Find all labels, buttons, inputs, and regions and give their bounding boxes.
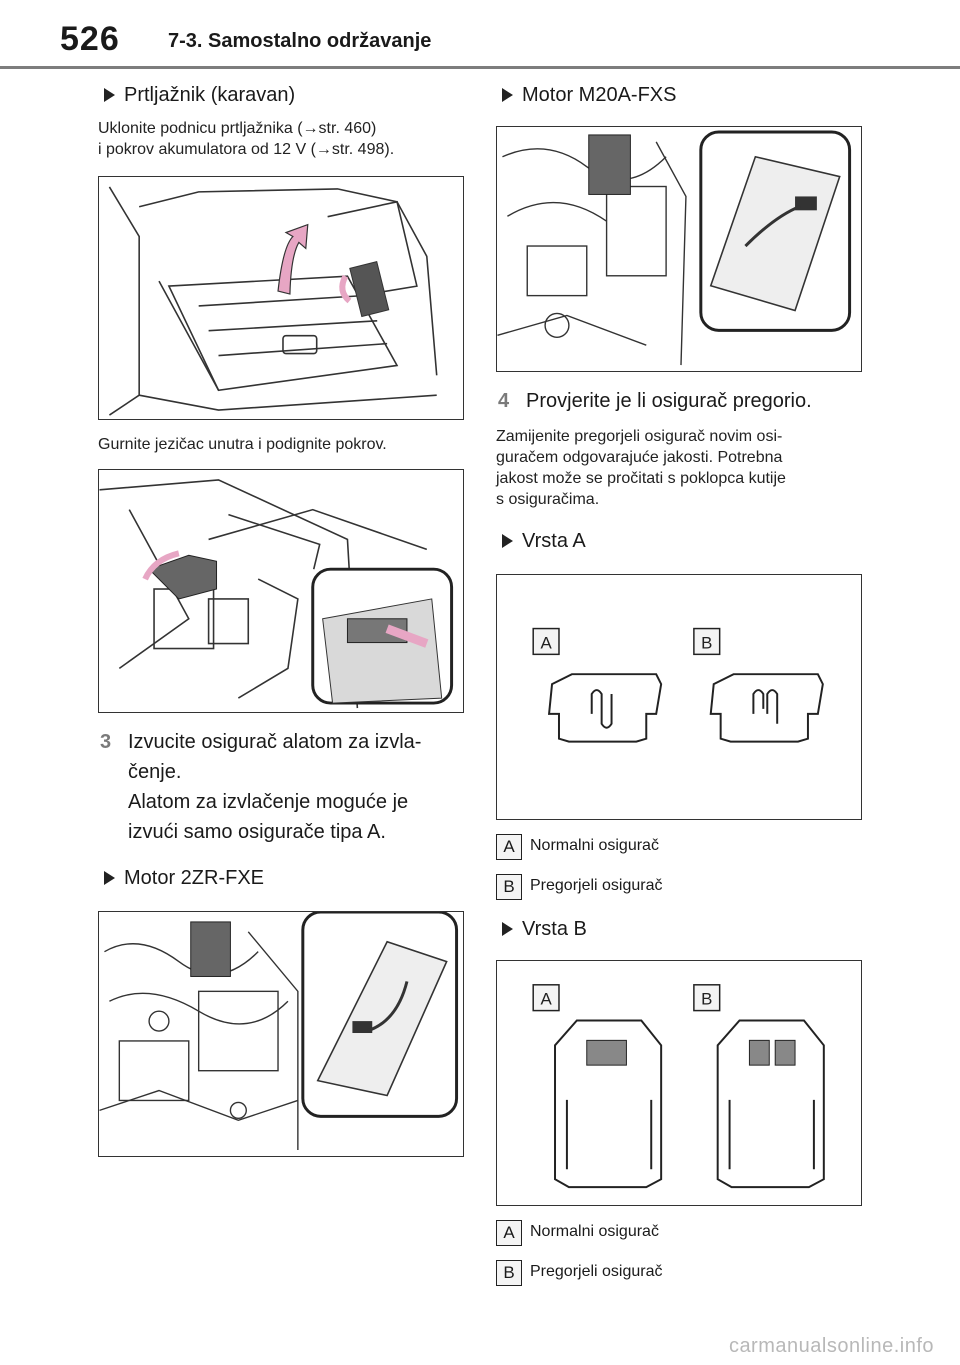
legend-row-blown: B Pregorjeli osigurač (496, 874, 862, 904)
fuse-type-b-illustration: A B (532, 984, 825, 1189)
legend-text-normal: Normalni osigurač (530, 837, 659, 854)
engine-m20a-illustration (497, 130, 852, 366)
left-column: Prtljažnik (karavan) Uklonite podnicu pr… (98, 80, 464, 1157)
legend-badge-b-b: B (496, 1260, 522, 1286)
trunk-illustration (108, 186, 438, 416)
triangle-bullet-icon (104, 871, 115, 885)
figure-trunk-floor (98, 176, 464, 420)
legend-text-normal-b: Normalni osigurač (530, 1223, 659, 1240)
engine-2zr-illustration (99, 912, 459, 1151)
legend-badge-b: B (496, 874, 522, 900)
heading-type-b: Vrsta B (496, 916, 862, 942)
fig-b-label-b: B (701, 990, 712, 1009)
legend-text-blown-b: Pregorjeli osigurač (530, 1263, 663, 1280)
triangle-bullet-icon (502, 534, 513, 548)
legend-text-blown: Pregorjeli osigurač (530, 877, 663, 894)
step-4-instructions: Zamijenite pregorjeli osigurač novim osi… (496, 428, 786, 508)
step-3-number: 3 (100, 731, 112, 753)
fig-a-label-a: A (540, 633, 552, 652)
legend-type-a: A Normalni osigurač B Pregorjeli osigura… (496, 834, 862, 904)
heading-trunk: Prtljažnik (karavan) (98, 82, 464, 108)
right-column: Motor M20A-FXS 4 Provjerite je li osigur… (496, 80, 862, 1290)
trunk-instructions: Uklonite podnicu prtljažnika (→str. 460)… (98, 120, 395, 158)
figure-engine-m20a (496, 126, 862, 372)
legend-badge-a: A (496, 834, 522, 860)
page-number: 526 (60, 20, 120, 58)
watermark: carmanualsonline.info (728, 1335, 934, 1357)
figure-engine-2zr (98, 911, 464, 1157)
triangle-bullet-icon (502, 922, 513, 936)
legend-row-normal: A Normalni osigurač (496, 834, 862, 864)
legend-badge-a-b: A (496, 1220, 522, 1246)
header-rule (0, 66, 960, 69)
legend-row-normal-b: A Normalni osigurač (496, 1220, 862, 1250)
triangle-bullet-icon (104, 88, 115, 102)
step-4-number: 4 (498, 390, 510, 412)
heading-type-a: Vrsta A (496, 528, 862, 554)
battery-cover-illustration (99, 479, 454, 709)
fig-b-label-a: A (540, 990, 552, 1009)
figure-battery-cover (98, 469, 464, 713)
heading-engine-2zr: Motor 2ZR-FXE (98, 865, 464, 891)
section-title: 7-3. Samostalno održavanje (168, 30, 432, 52)
fuse-type-a-illustration: A B (532, 627, 824, 743)
figure-fuse-type-b: A B (496, 960, 862, 1206)
caption-slide-tab: Gurnite jezičac unutra i podignite pokro… (98, 436, 387, 453)
step-4: 4 Provjerite je li osigurač pregorio. (496, 386, 862, 416)
fig-a-label-b: B (701, 633, 712, 652)
figure-fuse-type-a: A B (496, 574, 862, 820)
page-header: 526 7-3. Samostalno održavanje (0, 0, 960, 70)
legend-row-blown-b: B Pregorjeli osigurač (496, 1260, 862, 1290)
step-3: 3 Izvucite osigurač alatom za izvla- čen… (98, 727, 464, 847)
legend-type-b: A Normalni osigurač B Pregorjeli osigura… (496, 1220, 862, 1290)
heading-engine-m20a: Motor M20A-FXS (496, 82, 862, 108)
triangle-bullet-icon (502, 88, 513, 102)
